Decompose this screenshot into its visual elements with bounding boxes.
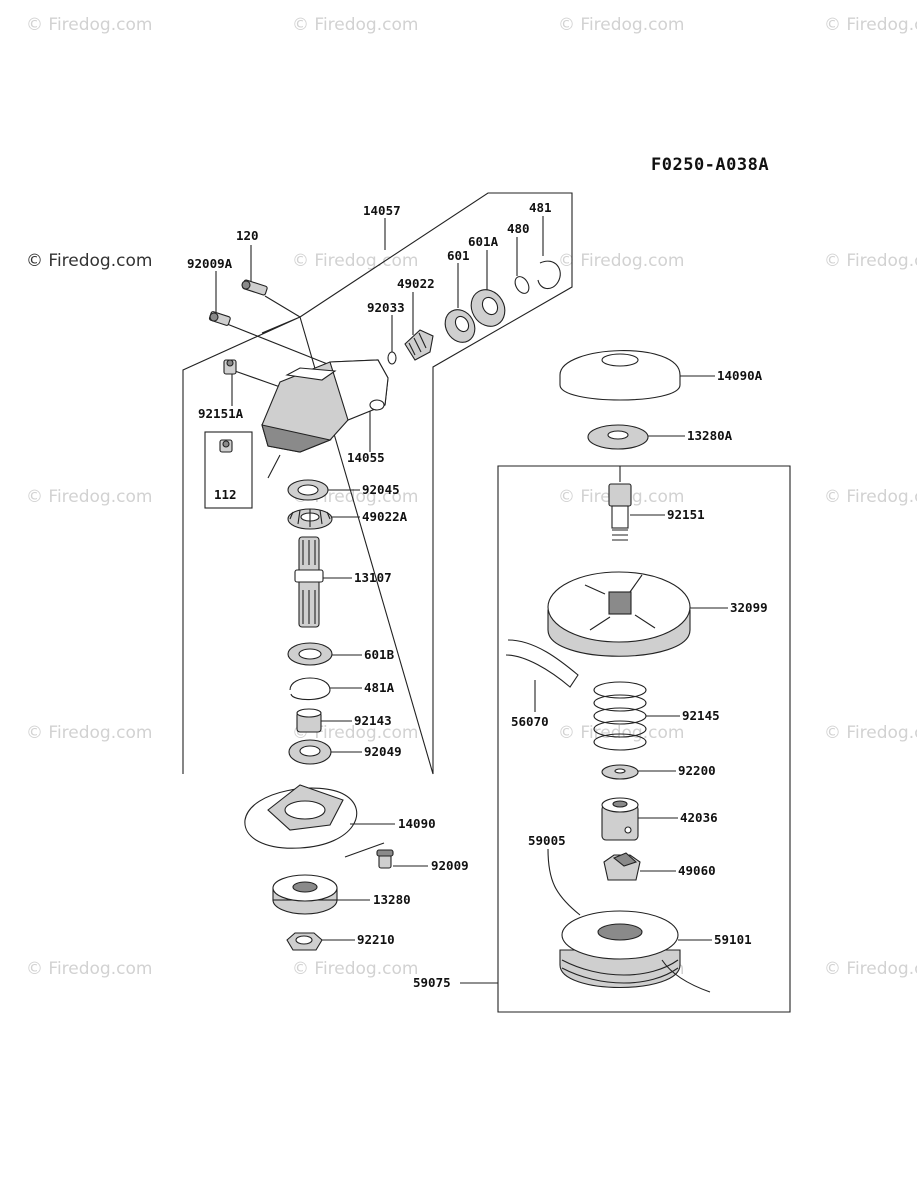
part-label-92200[interactable]: 92200 [678,763,716,778]
spring-part[interactable] [593,681,647,751]
knob-part[interactable] [601,797,639,841]
spool-part[interactable] [559,910,681,989]
part-label-92049[interactable]: 92049 [364,744,402,759]
watermark: © Firedog.com [824,487,917,507]
trimmer-line-part[interactable] [547,848,581,916]
watermark: © Firedog.com [26,723,152,743]
part-label-14090A[interactable]: 14090A [717,368,763,383]
part-label-14057[interactable]: 14057 [363,203,401,218]
part-label-92151A[interactable]: 92151A [198,406,244,421]
part-label-92151[interactable]: 92151 [667,507,705,522]
part-label-480[interactable]: 480 [507,221,530,236]
spool-housing-part[interactable] [547,571,691,657]
pinion-gear-part[interactable] [404,329,434,361]
watermark: © Firedog.com [292,15,418,35]
part-label-112[interactable]: 112 [214,487,237,502]
part-label-14055[interactable]: 14055 [347,450,385,465]
watermark: © Firedog.com [558,251,684,271]
part-label-59101[interactable]: 59101 [714,932,752,947]
part-label-49060[interactable]: 49060 [678,863,716,878]
part-label-92045[interactable]: 92045 [362,482,400,497]
watermark: © Firedog.com [292,723,418,743]
bolt-part[interactable] [241,279,268,296]
part-label-92210[interactable]: 92210 [357,932,395,947]
shim-part[interactable] [512,274,531,296]
oil-seal-part[interactable] [288,739,332,765]
bolt-part[interactable] [608,483,632,541]
watermark-dark: © Firedog.com [26,251,152,271]
part-label-32099[interactable]: 32099 [730,600,768,615]
part-label-481[interactable]: 481 [529,200,552,215]
bolt-part[interactable] [223,359,237,375]
part-label-481A[interactable]: 481A [364,680,395,695]
part-label-601B[interactable]: 601B [364,647,395,662]
snap-ring-part[interactable] [387,351,397,365]
watermark: © Firedog.com [26,959,152,979]
part-label-120[interactable]: 120 [236,228,259,243]
part-label-56070[interactable]: 56070 [511,714,549,729]
watermark: © Firedog.com [824,251,917,271]
part-label-601A[interactable]: 601A [468,234,499,249]
watermark: © Firedog.com [558,723,684,743]
diagram-code: F0250-A038A [651,155,769,175]
part-label-92009[interactable]: 92009 [431,858,469,873]
trimmer-line-part[interactable] [505,639,579,688]
bevel-gear-part[interactable] [287,508,333,530]
part-label-49022A[interactable]: 49022A [362,509,408,524]
bearing-part[interactable] [439,304,480,347]
part-label-92033[interactable]: 92033 [367,300,405,315]
watermark: © Firedog.com [26,487,152,507]
part-label-92145[interactable]: 92145 [682,708,720,723]
part-label-13280[interactable]: 13280 [373,892,411,907]
gear-case-housing[interactable] [261,359,389,453]
assembly-axis [264,295,301,318]
washer-part[interactable] [587,424,649,450]
watermark: © Firedog.com [824,15,917,35]
part-box-112 [204,431,253,509]
nut-part[interactable] [286,932,323,951]
assembly-axis [267,454,281,479]
watermark: © Firedog.com [558,15,684,35]
watermark: © Firedog.com [26,15,152,35]
circlip-part[interactable] [537,260,561,290]
part-label-59075[interactable]: 59075 [413,975,451,990]
part-labels: 14057 120 92009A 481 480 601A 601 49022 … [187,200,768,990]
circlip-part[interactable] [289,677,331,701]
bolt-part[interactable] [208,311,231,326]
bearing-part[interactable] [287,642,333,666]
part-label-92009A[interactable]: 92009A [187,256,233,271]
watermark: © Firedog.com [824,959,917,979]
nut-part[interactable] [603,852,641,881]
part-label-14090[interactable]: 14090 [398,816,436,831]
guard-cover-part[interactable] [244,784,358,849]
watermark: © Firedog.com [824,723,917,743]
part-label-601[interactable]: 601 [447,248,470,263]
assembly-axis [221,321,331,366]
watermark-layer: © Firedog.com © Firedog.com © Firedog.co… [26,15,917,979]
bolt-part[interactable] [376,849,394,869]
trimmer-line-part[interactable] [661,959,711,993]
holder-part[interactable] [272,874,338,915]
part-label-49022[interactable]: 49022 [397,276,435,291]
washer-part[interactable] [601,764,639,780]
grease-fitting-part[interactable] [219,439,233,453]
bearing-part[interactable] [287,479,329,501]
watermark: © Firedog.com [292,251,418,271]
watermark: © Firedog.com [292,959,418,979]
part-label-42036[interactable]: 42036 [680,810,718,825]
part-label-13280A[interactable]: 13280A [687,428,733,443]
collar-part[interactable] [296,708,322,733]
part-label-13107[interactable]: 13107 [354,570,392,585]
gear-case-boundary [182,192,573,775]
guard-cover-part[interactable] [559,350,681,401]
part-label-59005[interactable]: 59005 [528,833,566,848]
bearing-part[interactable] [465,284,512,333]
assembly-axis [344,842,385,858]
part-label-92143[interactable]: 92143 [354,713,392,728]
output-shaft-part[interactable] [294,536,324,628]
cutting-head-boundary [497,465,791,1013]
